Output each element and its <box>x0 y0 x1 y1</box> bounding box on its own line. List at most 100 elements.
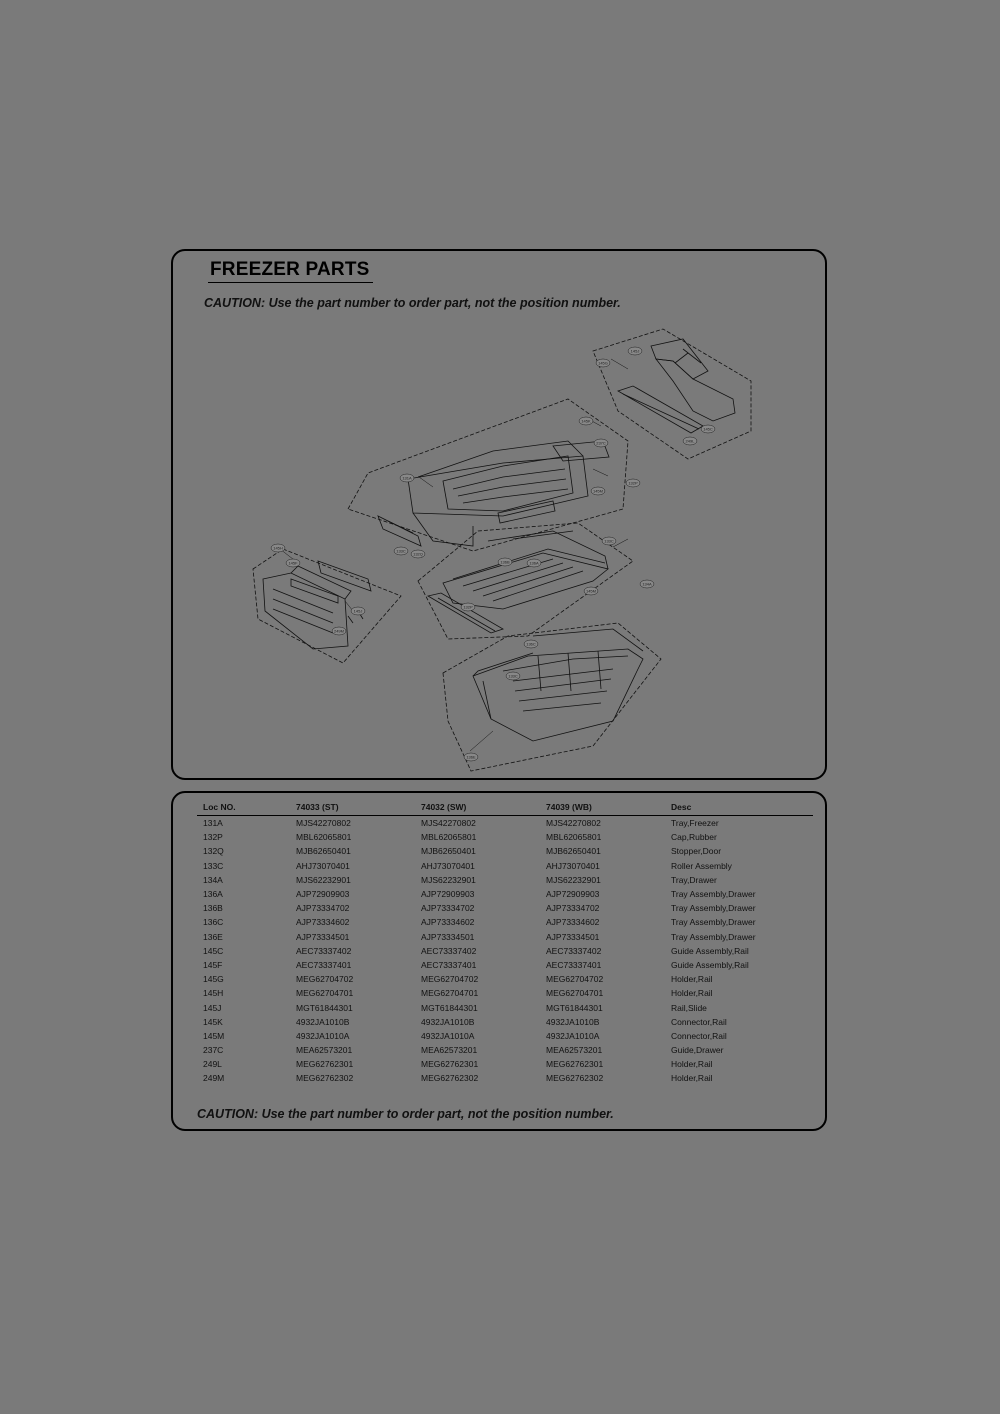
callout-bubble <box>583 586 599 596</box>
callout-label: 145M <box>586 588 596 593</box>
part-sw-cell: MJS42270802 <box>421 818 476 829</box>
callout-bubble <box>523 639 539 649</box>
callout-bubble <box>526 558 542 568</box>
table-row: 134A MJS62232901 MJS62232901 MJS62232901 Tra… <box>197 873 813 887</box>
loc-no-cell: 145G <box>203 974 224 985</box>
callout-label: 145K <box>581 418 591 423</box>
desc-cell: Rail,Slide <box>671 1002 707 1013</box>
callout-label: 145M <box>593 488 603 493</box>
callout-bubble <box>595 358 611 368</box>
part-st-cell: AHJ73070401 <box>296 860 350 871</box>
part-sw-cell: 4932JA1010B <box>421 1016 475 1027</box>
part-sw-cell: AEC73337401 <box>421 959 477 970</box>
part-wb-cell: MJB62650401 <box>546 846 601 857</box>
callout-bubble <box>625 478 641 488</box>
loc-no-cell: 249M <box>203 1073 225 1084</box>
desc-cell: Holder,Rail <box>671 974 713 985</box>
part-st-cell: MEG62704702 <box>296 974 354 985</box>
part-wb-cell: MGT61844301 <box>546 1002 603 1013</box>
callout-label: 131A <box>402 475 412 480</box>
loc-no-cell: 145H <box>203 988 224 999</box>
part-sw-cell: MGT61844301 <box>421 1002 478 1013</box>
caution-note-bottom: CAUTION: Use the part number to order pa… <box>197 1107 614 1121</box>
callout-label: 249L <box>686 438 696 443</box>
callout-bubble <box>331 626 347 636</box>
part-sw-cell: MEG62704702 <box>421 974 479 985</box>
part-st-cell: AJP73334702 <box>296 903 350 914</box>
part-wb-cell: MJS62232901 <box>546 874 601 885</box>
part-st-cell: 4932JA1010A <box>296 1030 350 1041</box>
part-st-cell: MEG62762302 <box>296 1073 354 1084</box>
loc-no-cell: 136B <box>203 903 223 914</box>
part-wb-cell: MJS42270802 <box>546 818 601 829</box>
part-wb-cell: MEG62762302 <box>546 1073 604 1084</box>
page-title: FREEZER PARTS <box>208 259 373 283</box>
part-wb-cell: MEA62573201 <box>546 1045 603 1056</box>
part-st-cell: MJS42270802 <box>296 818 351 829</box>
callout-bubble <box>590 486 606 496</box>
desc-cell: Holder,Rail <box>671 988 713 999</box>
part-sw-cell: AJP72909903 <box>421 889 475 900</box>
part-wb-cell: AJP72909903 <box>546 889 600 900</box>
callout-bubble <box>393 546 409 556</box>
part-st-cell: AEC73337401 <box>296 959 352 970</box>
loc-no-cell: 133C <box>203 860 224 871</box>
exploded-parts-diagram: 145G145J145C249L145K237C132P145M131A132Q… <box>252 328 752 772</box>
part-sw-cell: MEG62704701 <box>421 988 479 999</box>
callout-label: 145C <box>703 426 713 431</box>
desc-cell: Tray,Drawer <box>671 874 717 885</box>
desc-cell: Cap,Rubber <box>671 832 717 843</box>
part-sw-cell: MJB62650401 <box>421 846 476 857</box>
callout-bubble <box>639 579 655 589</box>
callout-bubble <box>410 549 426 559</box>
part-wb-cell: AEC73337401 <box>546 959 602 970</box>
callout-bubble <box>285 558 301 568</box>
callout-bubble <box>497 557 513 567</box>
part-wb-cell: AJP73334602 <box>546 917 600 928</box>
callout-label: 136B <box>500 559 510 564</box>
part-st-cell: MGT61844301 <box>296 1002 353 1013</box>
parts-table-panel: Loc NO. 74033 (ST) 74032 (SW) 74039 (WB)… <box>171 791 827 1131</box>
loc-no-cell: 132Q <box>203 846 224 857</box>
part-st-cell: AJP73334501 <box>296 931 350 942</box>
callout-bubble <box>700 424 716 434</box>
part-sw-cell: MEG62762302 <box>421 1073 479 1084</box>
loc-no-cell: 145K <box>203 1016 223 1027</box>
part-sw-cell: MJS62232901 <box>421 874 476 885</box>
part-sw-cell: MEA62573201 <box>421 1045 478 1056</box>
part-st-cell: MEG62762301 <box>296 1059 354 1070</box>
rail-assembly-right <box>592 328 752 460</box>
desc-cell: Connector,Rail <box>671 1030 727 1041</box>
part-sw-cell: AJP73334602 <box>421 917 475 928</box>
callout-bubble <box>578 416 594 426</box>
desc-cell: Guide,Drawer <box>671 1045 724 1056</box>
loc-no-cell: 134A <box>203 874 223 885</box>
desc-cell: Stopper,Door <box>671 846 722 857</box>
parts-table: Loc NO. 74033 (ST) 74032 (SW) 74039 (WB)… <box>197 799 813 1086</box>
part-st-cell: MJS62232901 <box>296 874 351 885</box>
part-sw-cell: AJP73334702 <box>421 903 475 914</box>
part-wb-cell: AJP73334702 <box>546 903 600 914</box>
part-st-cell: MEA62573201 <box>296 1045 353 1056</box>
callout-label: 145J <box>354 608 363 613</box>
callout-bubble <box>627 346 643 356</box>
part-st-cell: AEC73337402 <box>296 945 352 956</box>
part-st-cell: AJP72909903 <box>296 889 350 900</box>
callout-label: 132P <box>463 604 473 609</box>
callout-bubble <box>270 543 286 553</box>
part-wb-cell: MEG62762301 <box>546 1059 604 1070</box>
caution-note-top: CAUTION: Use the part number to order pa… <box>204 296 621 310</box>
callout-label: 136E <box>466 754 476 759</box>
upper-freezer-tray <box>347 398 629 552</box>
part-sw-cell: 4932JA1010A <box>421 1030 475 1041</box>
callout-label: 145G <box>598 360 608 365</box>
callout-label: 133C <box>604 538 614 543</box>
